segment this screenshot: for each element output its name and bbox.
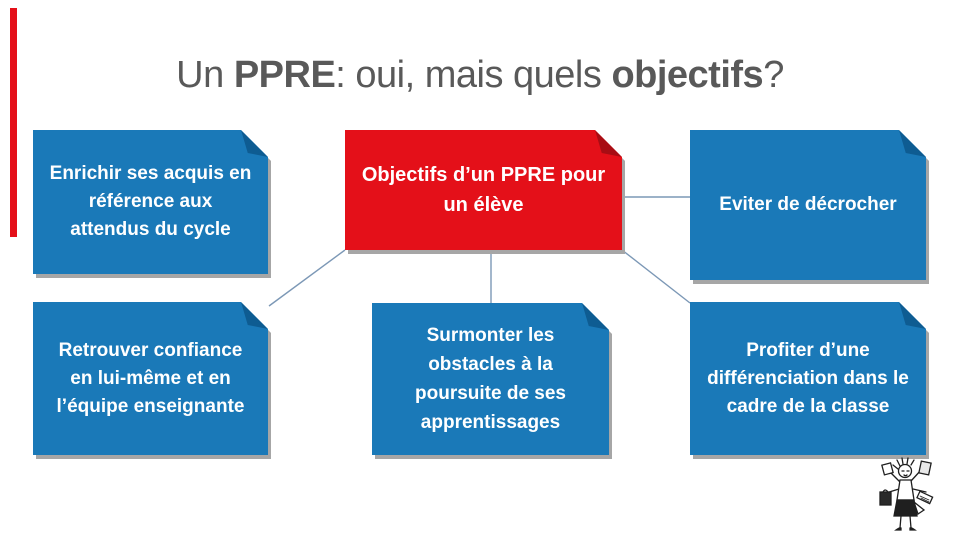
box-label: Enrichir ses acquis en référence aux att… bbox=[49, 163, 252, 240]
box-surmonter-obstacles: Surmonter les obstacles à la poursuite d… bbox=[372, 303, 609, 455]
box-label: Eviter de décrocher bbox=[719, 194, 897, 215]
box-label: Objectifs d’un PPRE pour un élève bbox=[361, 164, 606, 216]
title-segment: ? bbox=[763, 54, 784, 96]
box-profiter-differenciation: Profiter d’une différenciation dans le c… bbox=[690, 302, 926, 455]
box-objectifs-ppre-center: Objectifs d’un PPRE pour un élève bbox=[345, 130, 622, 250]
title-segment-bold: objectifs bbox=[611, 54, 764, 96]
title-segment: Un bbox=[176, 54, 234, 96]
multitasking-teacher-cartoon-icon bbox=[879, 457, 934, 531]
folded-corner-icon bbox=[595, 130, 622, 157]
folded-corner-icon bbox=[899, 302, 926, 329]
folded-corner-icon bbox=[899, 130, 926, 157]
folded-corner-icon bbox=[241, 130, 268, 157]
box-label: Surmonter les obstacles à la poursuite d… bbox=[415, 325, 566, 433]
slide-title: Un PPRE: oui, mais quels objectifs? bbox=[0, 52, 960, 98]
box-enrichir-acquis: Enrichir ses acquis en référence aux att… bbox=[33, 130, 268, 274]
folded-corner-icon bbox=[241, 302, 268, 329]
left-accent-bar bbox=[10, 8, 17, 237]
box-label: Retrouver confiance en lui-même et en l’… bbox=[56, 339, 245, 417]
box-retrouver-confiance: Retrouver confiance en lui-même et en l’… bbox=[33, 302, 268, 455]
box-eviter-decrocher: Eviter de décrocher bbox=[690, 130, 926, 280]
title-segment: : oui, mais quels bbox=[335, 54, 612, 96]
title-segment-bold: PPRE bbox=[233, 54, 336, 96]
box-label: Profiter d’une différenciation dans le c… bbox=[707, 339, 909, 417]
